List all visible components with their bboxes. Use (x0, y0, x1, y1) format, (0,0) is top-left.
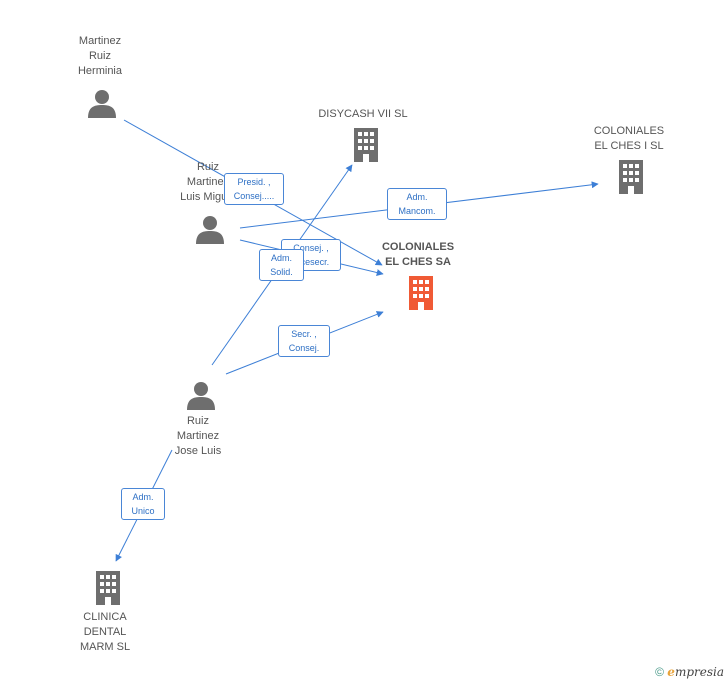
person-icon[interactable] (195, 214, 225, 244)
node-label-ches-i: COLONIALES EL CHES I SL (593, 125, 665, 152)
node-label-herminia: Martinez Ruiz Herminia (77, 35, 122, 77)
person-icon[interactable] (87, 88, 117, 118)
edge-label-presid-consej[interactable]: Presid. , Consej..... (224, 173, 284, 205)
node-label-clinica: CLINICA DENTAL MARM SL (79, 611, 131, 653)
building-icon[interactable] (93, 571, 123, 605)
edge-label-adm-unico[interactable]: Adm. Unico (121, 488, 165, 520)
brand-footer: © empresia (655, 665, 724, 679)
node-label-ches-sa: COLONIALES EL CHES SA (381, 241, 455, 268)
building-icon[interactable] (616, 160, 646, 194)
edge-label-secr-consej[interactable]: Secr. , Consej. (278, 325, 330, 357)
edge-label-adm-solid[interactable]: Adm. Solid. (259, 249, 304, 281)
edge-label-adm-mancom[interactable]: Adm. Mancom. (387, 188, 447, 220)
person-icon[interactable] (186, 380, 216, 410)
building-icon[interactable] (405, 276, 437, 310)
copyright-icon: © (655, 665, 664, 679)
node-label-disycash: DISYCASH VII SL (318, 108, 408, 120)
brand-logo: empresia (667, 665, 724, 679)
building-icon[interactable] (351, 128, 381, 162)
node-label-jose-luis: Ruiz Martinez Jose Luis (174, 415, 222, 457)
